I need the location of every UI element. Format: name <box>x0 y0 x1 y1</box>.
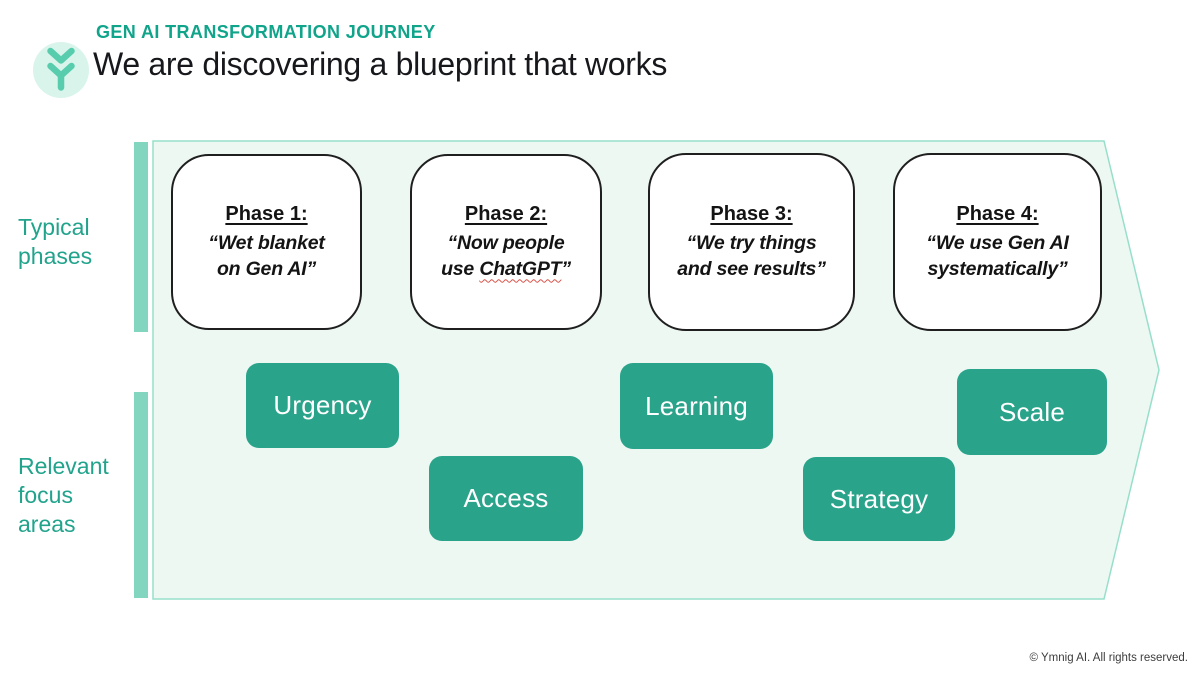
row-label-relevant-focus-areas: Relevant focus areas <box>18 453 109 537</box>
phase-quote: “Wet blanket on Gen AI” <box>208 230 325 282</box>
spellcheck-word: ChatGPT <box>479 257 562 280</box>
focus-areas-bar <box>134 392 148 598</box>
quote-line-1: “Wet blanket <box>208 231 325 254</box>
focus-label: Strategy <box>829 483 929 514</box>
focus-box-learning: Learning <box>620 363 773 449</box>
ymnig-logo <box>33 42 89 98</box>
phase-box-4: Phase 4: “We use Gen AI systematically” <box>893 153 1102 331</box>
focus-box-access: Access <box>429 456 583 541</box>
branch-y-icon <box>46 44 76 96</box>
quote-line-2: use <box>441 257 480 280</box>
focus-label: Access <box>463 483 549 513</box>
phase-title: Phase 2: <box>464 202 548 225</box>
phase-title: Phase 3: <box>710 202 793 225</box>
focus-label: Learning <box>645 390 748 421</box>
focus-box-scale: Scale <box>957 369 1107 455</box>
phase-title: Phase 4: <box>956 202 1039 225</box>
phase-box-1: Phase 1: “Wet blanket on Gen AI” <box>171 154 362 330</box>
page-title: We are discovering a blueprint that work… <box>93 46 668 82</box>
phase-quote: “We use Gen AI systematically” <box>926 230 1069 282</box>
quote-line-1: “Now people <box>447 231 565 254</box>
focus-box-urgency: Urgency <box>246 363 399 448</box>
quote-line-1: “We use Gen AI <box>926 231 1069 254</box>
quote-line-2: systematically” <box>927 257 1068 280</box>
focus-label: Scale <box>998 396 1066 427</box>
phase-title: Phase 1: <box>225 202 308 225</box>
phase-quote: “We try things and see results” <box>677 230 826 282</box>
phase-box-2: Phase 2: “Now people use ChatGPT” <box>410 154 602 330</box>
focus-label: Urgency <box>273 390 372 420</box>
typical-phases-bar <box>134 142 148 332</box>
copyright-notice: © Ymnig AI. All rights reserved. <box>1029 652 1188 664</box>
phase-quote: “Now people use ChatGPT” <box>441 230 571 282</box>
quote-close: ” <box>561 257 571 280</box>
quote-line-2: on Gen AI” <box>216 257 317 280</box>
row-label-typical-phases: Typical phases <box>18 214 93 269</box>
focus-box-strategy: Strategy <box>803 457 955 541</box>
quote-line-1: “We try things <box>686 231 817 254</box>
phase-box-3: Phase 3: “We try things and see results” <box>648 153 855 331</box>
slide-eyebrow: GEN AI TRANSFORMATION JOURNEY <box>96 22 436 42</box>
quote-line-2: and see results” <box>677 257 826 280</box>
